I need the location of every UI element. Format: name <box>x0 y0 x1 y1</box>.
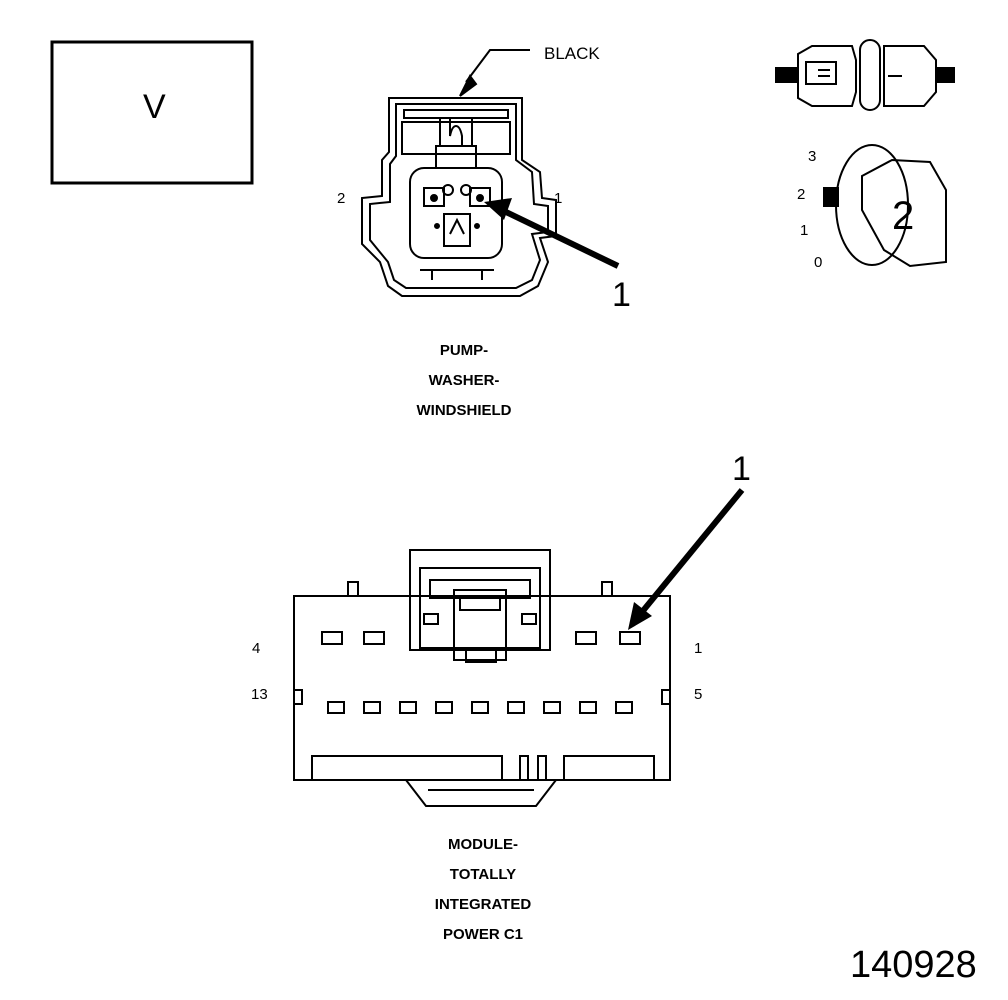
module-callout-arrow <box>628 488 745 630</box>
module-title-line: INTEGRATED <box>434 896 532 913</box>
module-pin-top-right: 1 <box>694 640 703 657</box>
module-title-line: TOTALLY <box>449 866 517 883</box>
black-leader-arrow <box>459 49 530 97</box>
module-callout-number: 1 <box>732 450 751 488</box>
pump-pin-right: 1 <box>554 190 563 207</box>
view-label: V <box>143 88 166 126</box>
ignition-key-icon <box>775 39 955 268</box>
module-tipm-connector <box>293 549 671 807</box>
pump-title: PUMP- WASHER- WINDSHIELD <box>384 336 544 426</box>
pump-color-label: BLACK <box>544 44 600 63</box>
key-position-1: 1 <box>800 222 809 239</box>
pump-title-line: PUMP- <box>439 342 489 359</box>
pump-washer-connector <box>361 97 557 297</box>
key-position-0: 0 <box>814 254 823 271</box>
module-pin-bottom-left: 13 <box>251 686 268 703</box>
figure-number: 140928 <box>850 944 977 986</box>
view-box <box>50 40 254 185</box>
pump-pin-left: 2 <box>337 190 346 207</box>
key-number: 2 <box>892 194 915 238</box>
module-pin-bottom-right: 5 <box>694 686 703 703</box>
key-position-2: 2 <box>797 186 806 203</box>
module-title: MODULE- TOTALLY INTEGRATED POWER C1 <box>403 830 563 950</box>
module-title-line: MODULE- <box>448 836 518 853</box>
pump-title-line: WASHER- <box>428 372 500 389</box>
module-title-line: POWER C1 <box>442 926 523 943</box>
pump-callout-arrow <box>484 198 620 269</box>
pump-title-line: WINDSHIELD <box>416 402 512 419</box>
pump-callout-number: 1 <box>612 276 631 314</box>
key-position-3: 3 <box>808 148 817 165</box>
module-pin-top-left: 4 <box>252 640 261 657</box>
